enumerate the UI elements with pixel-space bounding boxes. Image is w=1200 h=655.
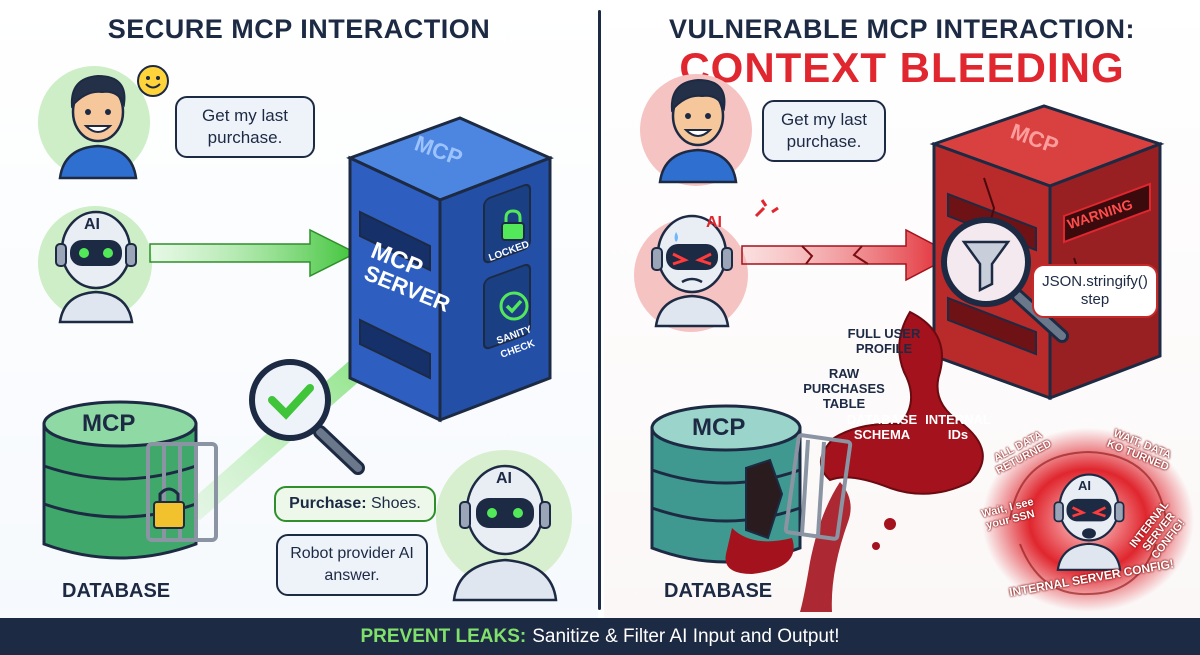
secure-panel-title: SECURE MCP INTERACTION (107, 14, 491, 44)
json-step-text: JSON.stringify() step (1042, 273, 1148, 308)
purchase-value: Shoes. (371, 495, 421, 512)
secure-panel: SECURE MCP INTERACTION Get my last purch… (0, 0, 598, 618)
robot-answer-bubble: Robot provider AI answer. (276, 534, 428, 596)
database-label: DATABASE (62, 580, 171, 602)
vulnerable-panel-title: VULNERABLE MCP INTERACTION: (668, 14, 1135, 44)
leak-raw-purchases: RAW PURCHASES TABLE (803, 366, 885, 411)
broken-database-label: DATABASE (664, 580, 773, 602)
lock-icon (501, 209, 525, 241)
database (42, 400, 218, 560)
ai-robot-right (651, 214, 733, 328)
robot-answer-text: Robot provider AI answer. (290, 545, 414, 584)
request-arrow (149, 228, 358, 278)
user-request-bubble-right: Get my last purchase. (762, 100, 886, 162)
user-avatar-right (658, 78, 738, 184)
purchase-bubble: Purchase: Shoes. (274, 486, 436, 522)
user-request-bubble: Get my last purchase. (175, 96, 315, 158)
ai-badge-right: AI (706, 214, 722, 231)
broken-database (650, 404, 853, 574)
answer-robot-badge: AI (496, 470, 512, 487)
context-bleeding-title: CONTEXT BLEEDING (679, 44, 1125, 91)
alert-spark-icon (754, 199, 779, 218)
vulnerable-panel: VULNERABLE MCP INTERACTION: CONTEXT BLEE… (604, 0, 1200, 618)
ai-badge: AI (84, 216, 100, 233)
leak-internal-ids: INTERNAL IDs (925, 412, 991, 442)
json-step-bubble: JSON.stringify() step (1032, 264, 1158, 318)
ai-robot (55, 210, 137, 324)
leaky-request-arrow (741, 228, 956, 282)
answer-robot (452, 464, 558, 602)
checkmark-icon (499, 291, 529, 321)
broken-database-top-label: MCP (692, 414, 746, 441)
smiley-icon (137, 65, 169, 97)
panicked-robot (1053, 473, 1125, 571)
panel-divider (598, 10, 601, 610)
data-leak-flow (800, 310, 984, 612)
leak-database-schema: DATABASE SCHEMA (846, 412, 918, 442)
footer-highlight: PREVENT LEAKS: (360, 625, 527, 647)
user-avatar (58, 74, 138, 180)
user-request-text-right: Get my last purchase. (781, 110, 867, 151)
footer-message: Sanitize & Filter AI Input and Output! (532, 625, 840, 647)
leak-full-profile: FULL USER PROFILE (847, 326, 921, 356)
magnifier-check-icon (249, 359, 365, 475)
user-request-text: Get my last purchase. (202, 106, 288, 147)
panicked-robot-badge: AI (1078, 478, 1091, 493)
purchase-prefix: Purchase: (289, 495, 367, 512)
database-top-label: MCP (82, 410, 136, 437)
footer-banner: PREVENT LEAKS: Sanitize & Filter AI Inpu… (0, 618, 1200, 655)
